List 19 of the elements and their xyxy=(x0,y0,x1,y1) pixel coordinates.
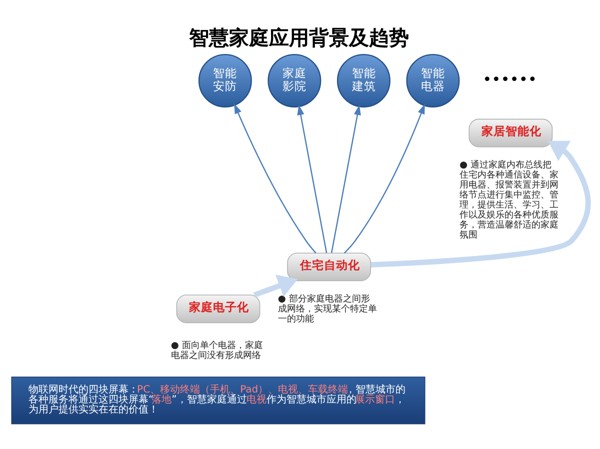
arrow xyxy=(234,103,316,253)
arrow xyxy=(330,104,361,252)
arrow xyxy=(370,140,591,267)
node-circle: 家庭影院 xyxy=(268,53,322,107)
node-label: ● 部分家庭电器之间形成网络，实现某个特定单一的功能 xyxy=(278,292,377,324)
node-label: ● 通过家庭内布总线把住宅内各种通信设备、家用电器、报警装置并到网络节点进行集中监控、管理，提供生活、学习、工作以及娱乐的各种优质服务，营造温馨舒适的家庭氛围 xyxy=(460,158,558,240)
node-circle: 智能安防 xyxy=(198,53,252,107)
node-box: 住宅自动化 xyxy=(287,252,371,281)
node-box: 家庭电子化 xyxy=(176,294,260,323)
arrow xyxy=(344,103,425,253)
node-box: 家居智能化 xyxy=(468,118,553,147)
arrow xyxy=(253,274,298,298)
node-label: ● 面向单个电器，家庭电器之间没有形成网络 xyxy=(170,340,263,361)
node-circle: 智能建筑 xyxy=(336,53,390,107)
diagram-title: 智慧家庭应用背景及趋势 xyxy=(188,24,409,49)
node-circle: 智能电器 xyxy=(406,53,460,107)
arrow xyxy=(297,104,328,252)
node-box: 物联网时代的四块屏幕：PC、移动终端（手机、Pad）、电视、车载终端，智慧城市的各种服务将通过这四块屏幕“落地”，智慧家庭通过电视作为智慧城市应用的展示窗口，为用户提供实实在在的价值！ xyxy=(11,376,426,424)
label: •••••• xyxy=(482,70,538,88)
